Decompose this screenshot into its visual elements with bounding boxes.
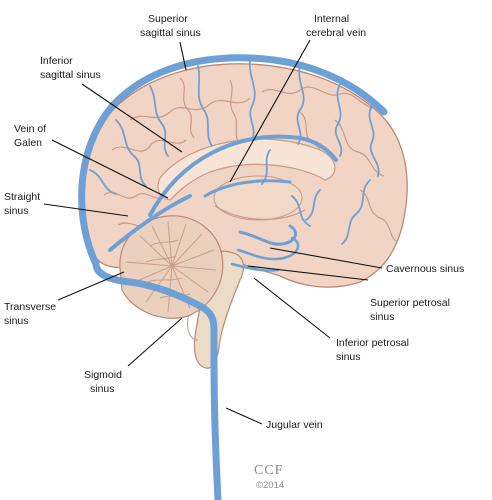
- label-straight-sinus: Straight sinus: [4, 191, 40, 217]
- label-line: sinus: [336, 351, 361, 363]
- label-line: Superior petrosal: [370, 297, 450, 309]
- label-vein-of-galen: Vein of Galen: [14, 123, 46, 149]
- credit-mark: CCF: [254, 463, 283, 478]
- label-line: Superior: [148, 13, 188, 25]
- label-line: Vein of: [14, 123, 46, 135]
- label-line: Inferior petrosal: [336, 337, 409, 349]
- label-line: Internal: [314, 13, 349, 25]
- label-superior-sagittal-sinus: Superior sagittal sinus: [140, 13, 201, 39]
- label-sigmoid-sinus: Sigmoid sinus: [84, 369, 122, 395]
- label-superior-petrosal-sinus: Superior petrosal sinus: [370, 297, 450, 323]
- label-line: sinus: [370, 311, 395, 323]
- label-jugular-vein: Jugular vein: [266, 419, 323, 431]
- label-line: Jugular vein: [266, 419, 323, 431]
- label-line: sagittal sinus: [140, 27, 201, 39]
- label-line: Straight: [4, 191, 40, 203]
- label-line: Galen: [14, 137, 42, 149]
- label-cavernous-sinus: Cavernous sinus: [386, 263, 464, 275]
- leader-lines: [43, 39, 383, 425]
- venous-system: [78, 54, 388, 500]
- label-inferior-sagittal-sinus: Inferior sagittal sinus: [40, 55, 101, 81]
- label-internal-cerebral-vein: Internal cerebral vein: [306, 13, 366, 39]
- label-line: Sigmoid: [84, 369, 122, 381]
- label-inferior-petrosal-sinus: Inferior petrosal sinus: [336, 337, 409, 363]
- label-line: sinus: [4, 315, 29, 327]
- label-line: cerebral vein: [306, 27, 366, 39]
- label-line: sinus: [90, 383, 115, 395]
- copyright-credit: CCF ©2014: [254, 463, 284, 491]
- label-line: Inferior: [40, 55, 73, 67]
- label-transverse-sinus: Transverse sinus: [4, 301, 56, 327]
- cerebellum: [119, 215, 224, 319]
- label-line: Transverse: [4, 301, 56, 313]
- label-line: sagittal sinus: [40, 69, 101, 81]
- label-line: sinus: [4, 205, 29, 217]
- credit-year: ©2014: [256, 480, 284, 491]
- label-line: Cavernous sinus: [386, 263, 464, 275]
